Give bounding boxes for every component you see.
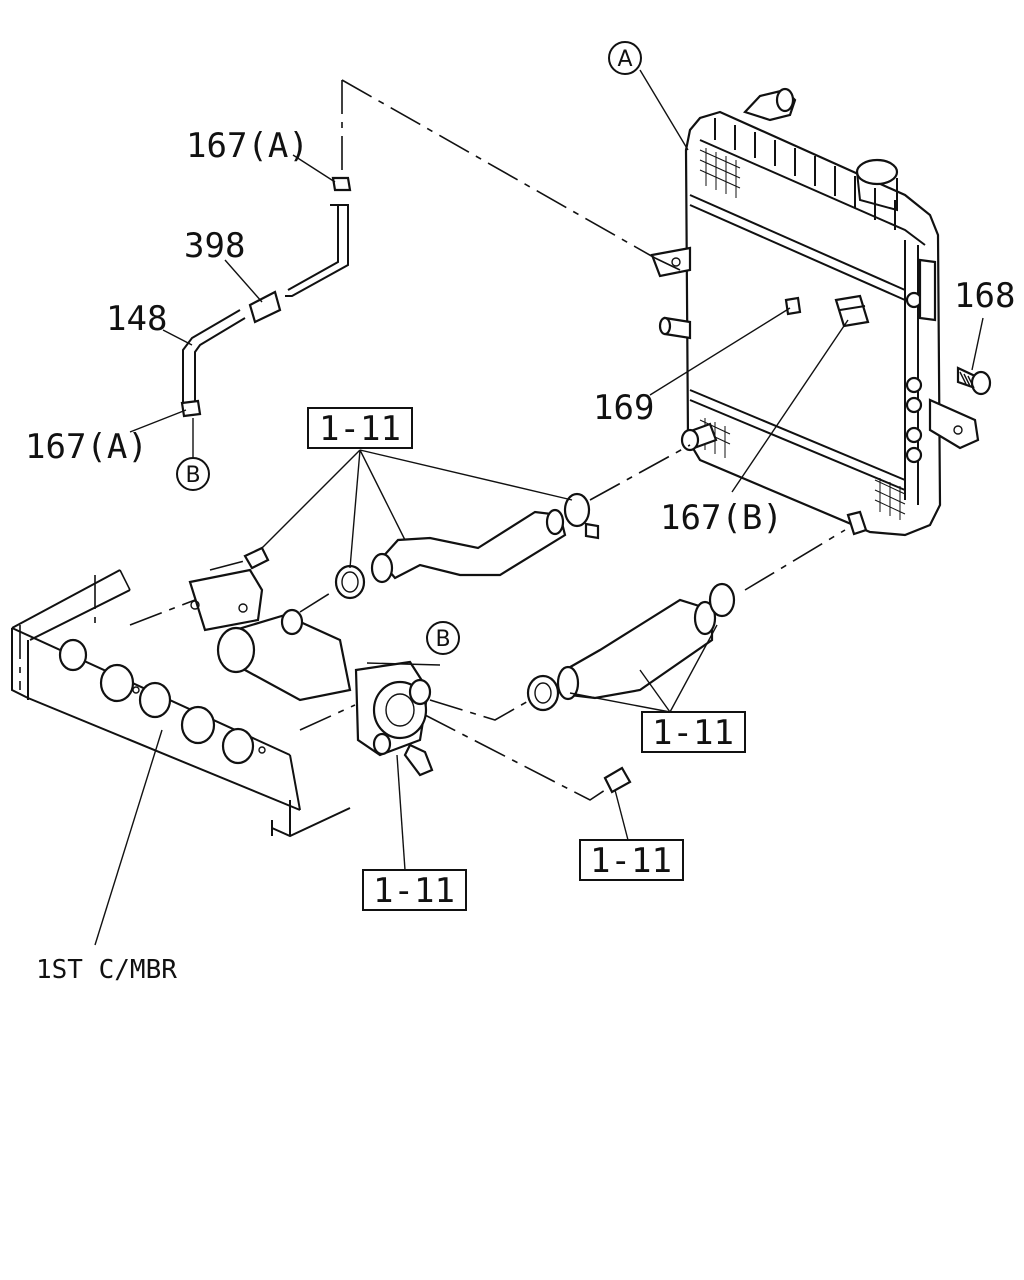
ref-box-3: 1-11 xyxy=(579,839,684,881)
part-label-398: 398 xyxy=(184,226,245,266)
ref-box-2: 1-11 xyxy=(641,711,746,753)
ref-box-4: 1-11 xyxy=(362,869,467,911)
circle-b-lower-text: B xyxy=(185,463,200,488)
radiator xyxy=(650,87,980,537)
part-label-167a-bottom: 167(A) xyxy=(25,427,148,467)
part-label-148: 148 xyxy=(106,299,167,339)
part-label-169: 169 xyxy=(593,388,654,428)
water-pipe-assembly xyxy=(188,546,632,794)
bolt-168 xyxy=(956,366,992,396)
callout-circle-b-mid: B xyxy=(426,621,460,655)
ref-box-1-text: 1-11 xyxy=(319,409,401,449)
upper-radiator-hose xyxy=(334,492,600,600)
part-label-167a-top: 167(A) xyxy=(186,126,309,166)
callout-circle-b-lower: B xyxy=(176,457,210,491)
callout-circle-a: A xyxy=(608,41,642,75)
frame-label: 1ST C/MBR xyxy=(36,955,177,985)
ref-box-2-text: 1-11 xyxy=(652,713,734,753)
part-label-168: 168 xyxy=(954,276,1015,316)
lower-radiator-hose xyxy=(526,582,736,712)
part-label-167b: 167(B) xyxy=(660,498,783,538)
ref-box-3-text: 1-11 xyxy=(590,841,672,881)
phantom-lines xyxy=(19,79,846,801)
overflow-hose xyxy=(180,176,352,418)
circle-a-text: A xyxy=(617,47,632,72)
circle-b-mid-text: B xyxy=(435,627,450,652)
ref-box-1: 1-11 xyxy=(307,407,413,449)
leader-lines xyxy=(94,69,984,946)
frame-crossmember xyxy=(11,569,351,838)
ref-box-4-text: 1-11 xyxy=(373,871,455,911)
